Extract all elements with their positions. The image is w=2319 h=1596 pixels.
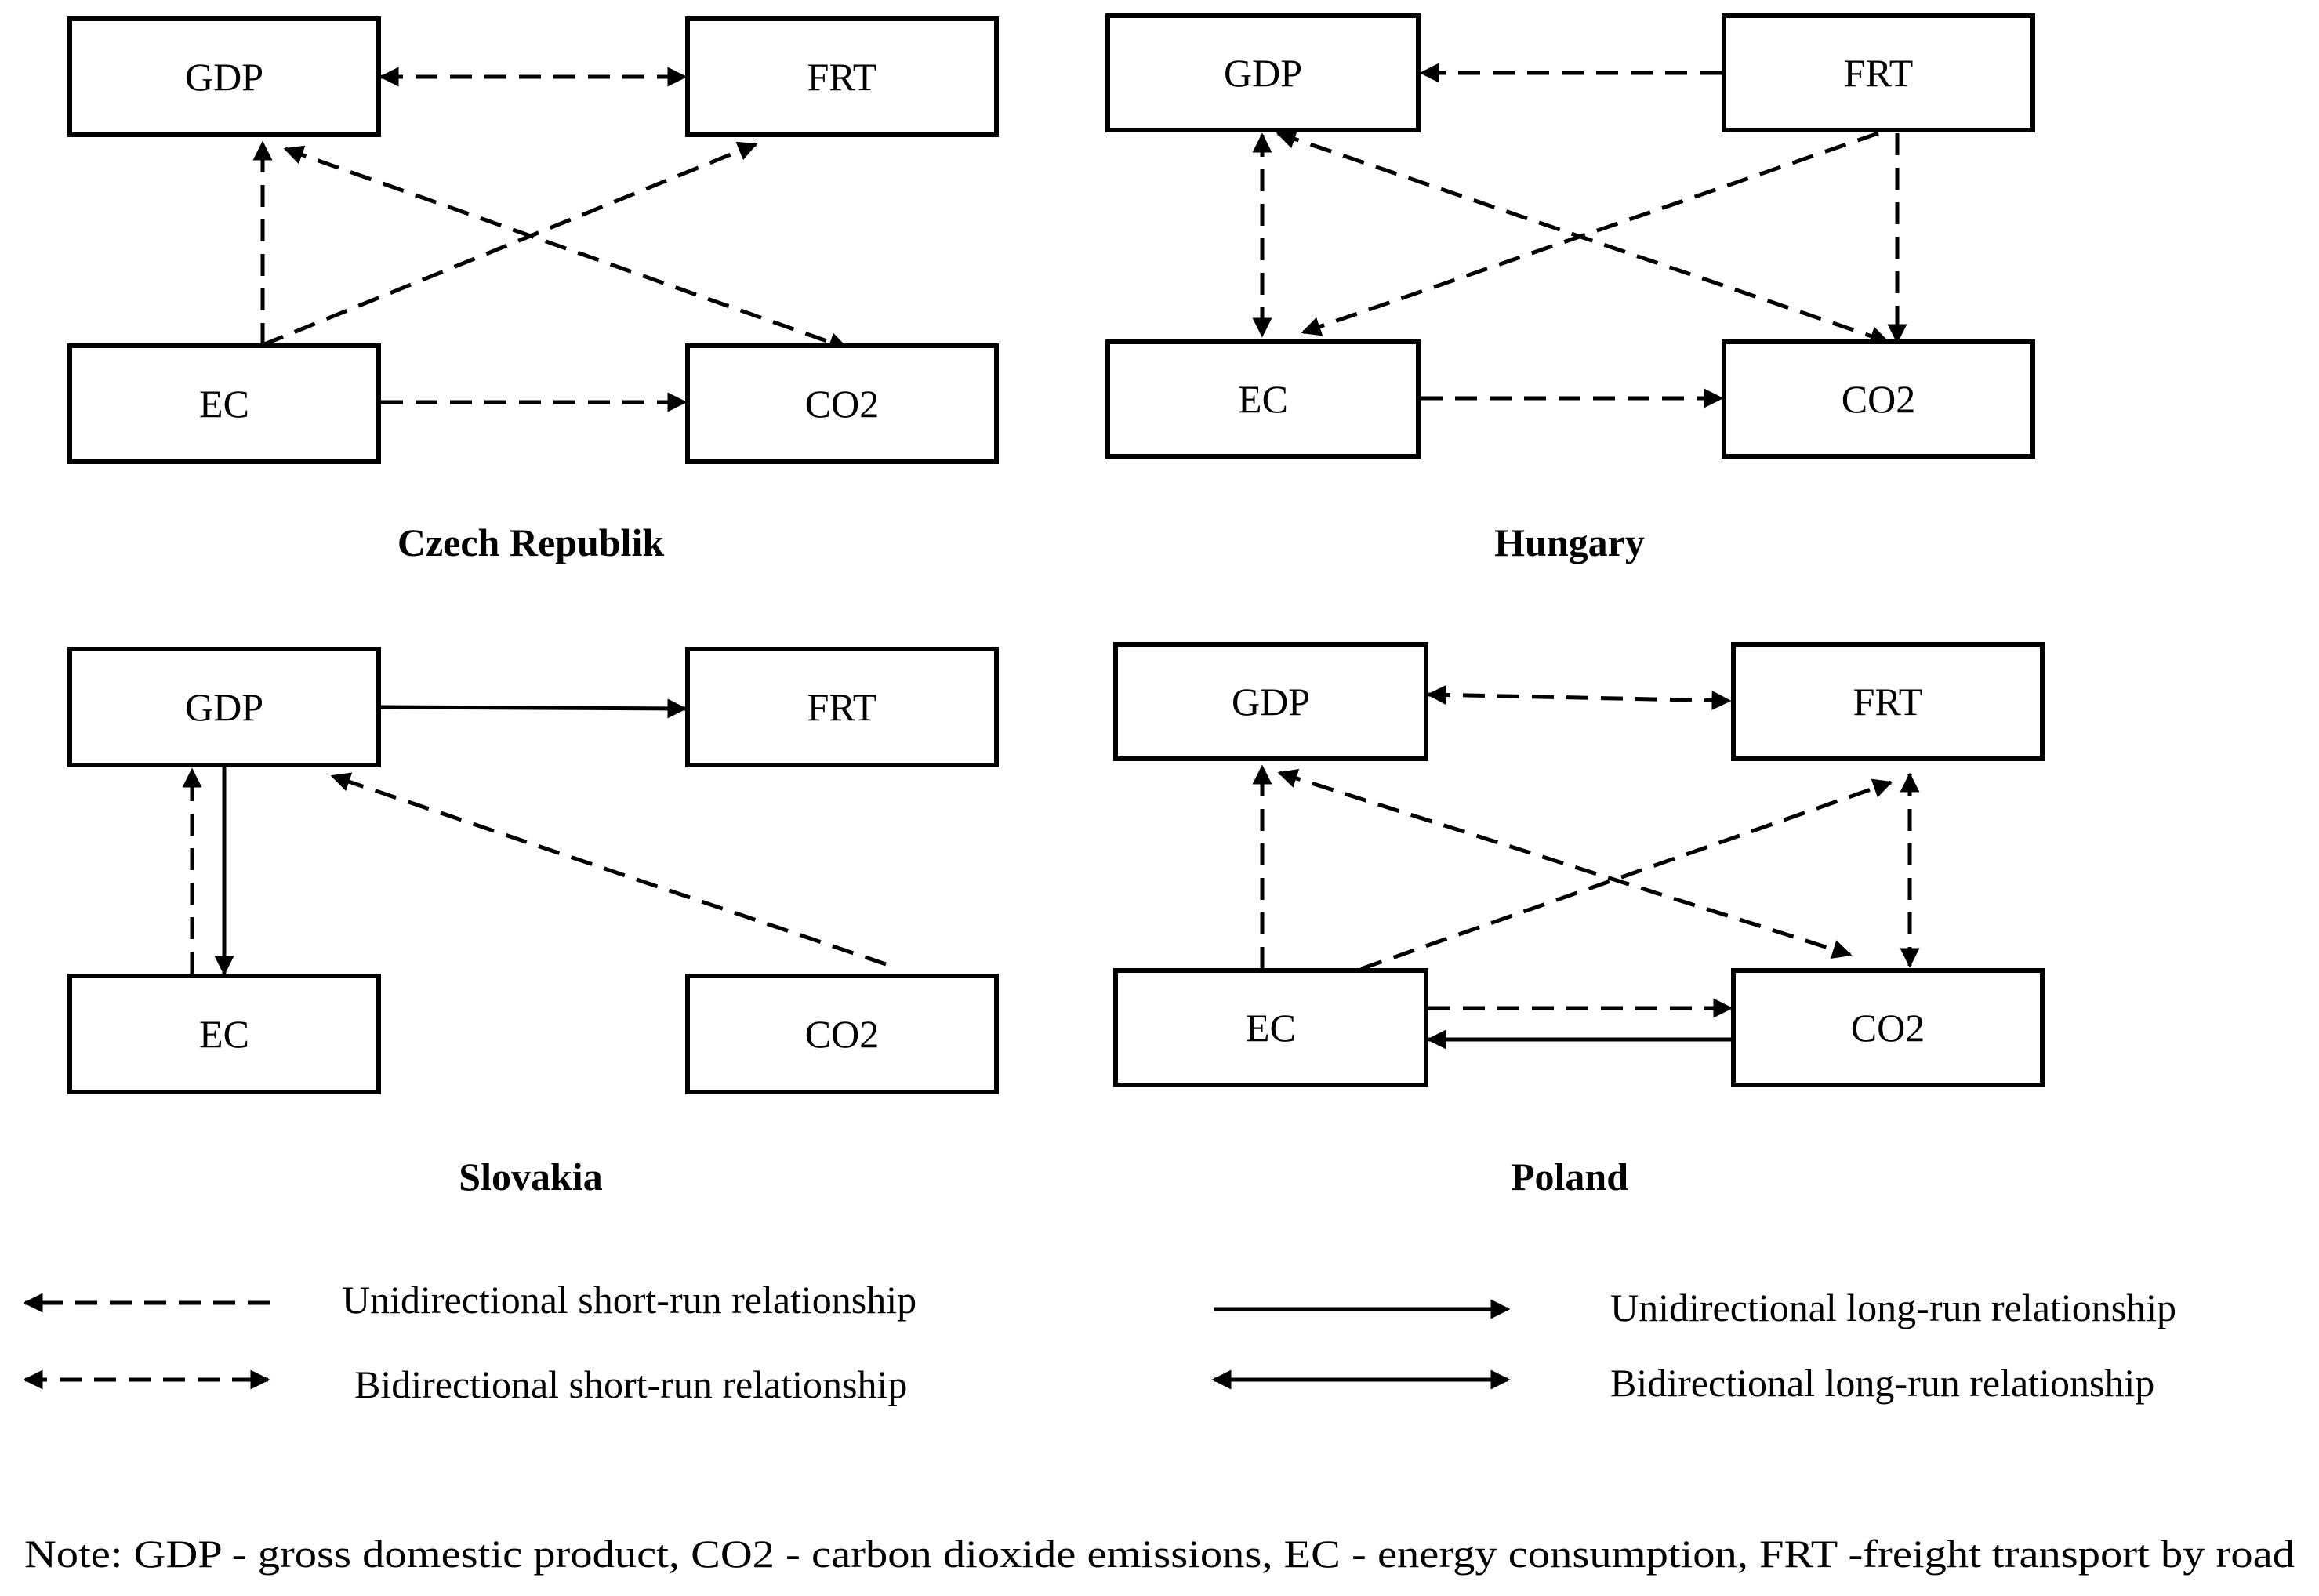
panel-title: Czech Republik <box>397 521 665 564</box>
legend-bi-long-run-label: Bidirectional long-run relationship <box>1610 1361 2154 1405</box>
node-box-co2 <box>685 974 999 1094</box>
node-label-frt: FRT <box>807 55 877 99</box>
panel-title: Poland <box>1511 1155 1628 1199</box>
node-label-co2: CO2 <box>805 382 879 426</box>
node-box-co2 <box>685 343 999 464</box>
edges-slovakia <box>182 698 887 976</box>
edges-poland <box>1252 684 1920 1050</box>
node-box-co2 <box>1722 339 2035 459</box>
edge-frt-to-ec-short-run <box>1301 131 1879 336</box>
node-label-co2: CO2 <box>1851 1006 1925 1050</box>
note: Note: GDP - gross domestic product, CO2 … <box>24 1532 2295 1576</box>
panel-title: Slovakia <box>459 1155 602 1199</box>
node-label-gdp: GDP <box>185 55 263 99</box>
edge-gdp-co2-bidirectional-short-run <box>283 145 849 352</box>
node-box-frt <box>685 647 999 767</box>
panel-slovakia: GDP FRT EC CO2 Slovakia <box>67 647 999 1199</box>
node-box-gdp <box>1105 13 1421 132</box>
node-label-ec: EC <box>1238 377 1288 421</box>
legend-uni-long-run-label: Unidirectional long-run relationship <box>1610 1286 2176 1329</box>
panel-title: Hungary <box>1494 521 1645 564</box>
node-box-ec <box>67 974 381 1094</box>
edge-gdp-co2-bidirectional-short-run <box>1277 768 1853 959</box>
panel-hungary: GDP FRT EC CO2 Hungary <box>1105 13 2035 564</box>
node-label-ec: EC <box>199 382 249 426</box>
node-box-ec <box>1113 968 1428 1087</box>
edge-gdp-to-frt-long-run <box>380 698 688 719</box>
node-label-frt: FRT <box>1844 51 1914 95</box>
node-label-gdp: GDP <box>1232 680 1310 724</box>
edge-gdp-frt-bidirectional-short-run <box>1426 684 1732 711</box>
node-box-gdp <box>1113 642 1428 761</box>
node-label-co2: CO2 <box>805 1012 879 1056</box>
node-label-ec: EC <box>1246 1006 1296 1050</box>
node-box-frt <box>685 16 999 137</box>
node-label-gdp: GDP <box>1224 51 1302 95</box>
legend: Unidirectional short-run relationship Bi… <box>23 1278 2176 1406</box>
node-label-frt: FRT <box>1853 680 1923 724</box>
edge-co2-to-gdp-short-run <box>330 772 887 967</box>
edge-ec-to-frt-short-run <box>1360 778 1893 971</box>
node-box-frt <box>1722 13 2035 132</box>
node-box-ec <box>67 343 381 464</box>
node-label-co2: CO2 <box>1842 377 1915 421</box>
edge-ec-to-frt-short-run <box>262 141 758 347</box>
legend-bi-short-run-label: Bidirectional short-run relationship <box>354 1362 907 1406</box>
node-box-gdp <box>67 16 381 137</box>
node-box-co2 <box>1731 968 2045 1087</box>
node-box-frt <box>1731 642 2045 761</box>
node-box-ec <box>1105 339 1421 459</box>
edges-hungary <box>1252 63 1907 408</box>
panel-czech-republik: GDP FRT EC CO2 Czech Republik <box>67 16 999 564</box>
node-label-frt: FRT <box>807 685 877 729</box>
legend-uni-short-run-label: Unidirectional short-run relationship <box>342 1278 916 1322</box>
node-label-gdp: GDP <box>185 685 263 729</box>
node-label-ec: EC <box>199 1012 249 1056</box>
edges-czech-republik <box>252 67 849 412</box>
panel-poland: GDP FRT EC CO2 Poland <box>1113 642 2045 1199</box>
node-box-gdp <box>67 647 381 767</box>
